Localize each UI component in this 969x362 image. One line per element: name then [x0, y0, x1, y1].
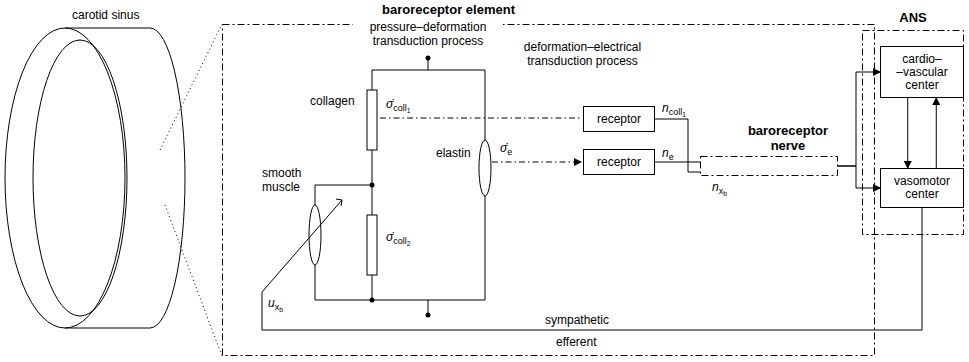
subscript: 1	[682, 112, 686, 119]
connector	[655, 119, 700, 172]
word: collagen	[310, 94, 355, 108]
symbol: σ̇	[386, 230, 393, 244]
signal-name: σ̇e	[500, 141, 512, 155]
word: muscle	[262, 180, 300, 194]
signal-name: σ̇coll1	[386, 97, 411, 112]
box-text: vasomotor center	[881, 175, 963, 201]
connector	[838, 72, 880, 166]
dash-outline	[863, 31, 964, 235]
subscript: e	[507, 147, 512, 157]
connector	[655, 162, 700, 163]
subscript: coll2	[393, 236, 410, 246]
variable-slash	[262, 199, 342, 292]
word: transduction	[527, 54, 592, 68]
sympathetic-wire	[262, 208, 922, 330]
zoom-leader	[160, 24, 222, 356]
word: receptor	[597, 112, 641, 126]
box-heading: ANS	[862, 10, 964, 25]
junction-dot	[370, 56, 431, 318]
word: elastin	[436, 146, 471, 160]
subscript: coll1	[669, 107, 686, 117]
box-heading: baroreceptor nerve	[738, 123, 838, 153]
signal-name: uxb	[268, 296, 283, 311]
subscript: xb	[719, 186, 727, 196]
baroreceptor-element: baroreceptor elementreceptorreceptor	[222, 24, 875, 356]
connector	[936, 98, 937, 168]
dash-outline	[701, 157, 838, 176]
figure-label: carotid sinus	[72, 8, 139, 22]
smooth-muscle-element	[309, 205, 321, 265]
subscript: 2	[407, 241, 411, 248]
dash-outline	[700, 156, 838, 176]
collagen-resistor	[367, 90, 377, 150]
word: efferent	[556, 335, 596, 349]
stress-signal	[380, 118, 581, 162]
baroreceptor-nerve: baroreceptor nerve	[700, 156, 838, 176]
center-box: cardio– –vascular center	[880, 46, 964, 98]
word: ANS	[899, 10, 926, 25]
word: process	[596, 54, 638, 68]
subscript: e	[669, 152, 674, 162]
subscript: 1	[407, 108, 411, 115]
box-text: cardio– –vascular center	[881, 53, 963, 92]
connector	[838, 166, 880, 188]
word: nerve	[771, 138, 806, 153]
signal-name: ncoll1	[662, 101, 686, 116]
word: cardio–	[902, 52, 941, 66]
symbol: n	[712, 180, 719, 194]
receptor-box: receptor	[583, 149, 655, 175]
signal-name: ne	[662, 146, 674, 160]
subscript: coll1	[393, 103, 410, 113]
carotid-sinus	[5, 28, 185, 328]
word: center	[905, 187, 938, 201]
process-label: deformation–electrical transduction proc…	[515, 40, 650, 68]
receptor-box: receptor	[583, 106, 655, 132]
collagen-resistor	[367, 215, 377, 275]
elastin-element	[479, 140, 491, 196]
process-label: pressure–deformation transduction proces…	[353, 20, 503, 48]
word: center	[905, 78, 938, 92]
symbol: n	[662, 146, 669, 160]
word: receptor	[597, 155, 641, 169]
dash-outline	[222, 24, 875, 356]
part-name: collagen	[310, 94, 355, 108]
signal-name: σ̇coll2	[386, 230, 411, 245]
word: –vascular	[896, 65, 947, 79]
subscript: b	[723, 191, 727, 198]
dash-outline	[223, 25, 875, 356]
word: carotid	[72, 8, 108, 22]
subscript: b	[279, 307, 283, 314]
word: transduction	[373, 34, 438, 48]
box-text: receptor	[595, 113, 643, 126]
path-label: efferent	[556, 335, 596, 349]
connector	[907, 98, 908, 168]
symbol: σ̇	[386, 97, 393, 111]
box-text: receptor	[595, 156, 643, 169]
symbol: u	[268, 296, 275, 310]
word: sympathetic	[545, 313, 609, 327]
word: deformation–electrical	[524, 40, 641, 54]
signal-name: nxb	[712, 180, 727, 195]
ans-box: ANScardio– –vascular centervasomotor cen…	[862, 30, 964, 235]
word: element	[466, 2, 515, 17]
path-label: sympathetic	[545, 313, 609, 327]
word: pressure–deformation	[370, 20, 487, 34]
word: baroreceptor	[748, 123, 828, 138]
word: baroreceptor	[382, 2, 462, 17]
symbol: σ̇	[500, 141, 507, 155]
part-name: smooth muscle	[262, 166, 312, 194]
part-name: elastin	[436, 146, 471, 160]
word: sinus	[111, 8, 139, 22]
word: smooth	[262, 166, 301, 180]
subscript: xb	[275, 302, 283, 312]
word: vasomotor	[894, 174, 950, 188]
symbol: n	[662, 101, 669, 115]
box-heading: baroreceptor element	[382, 2, 515, 17]
word: process	[441, 34, 483, 48]
center-box: vasomotor center	[880, 168, 964, 208]
